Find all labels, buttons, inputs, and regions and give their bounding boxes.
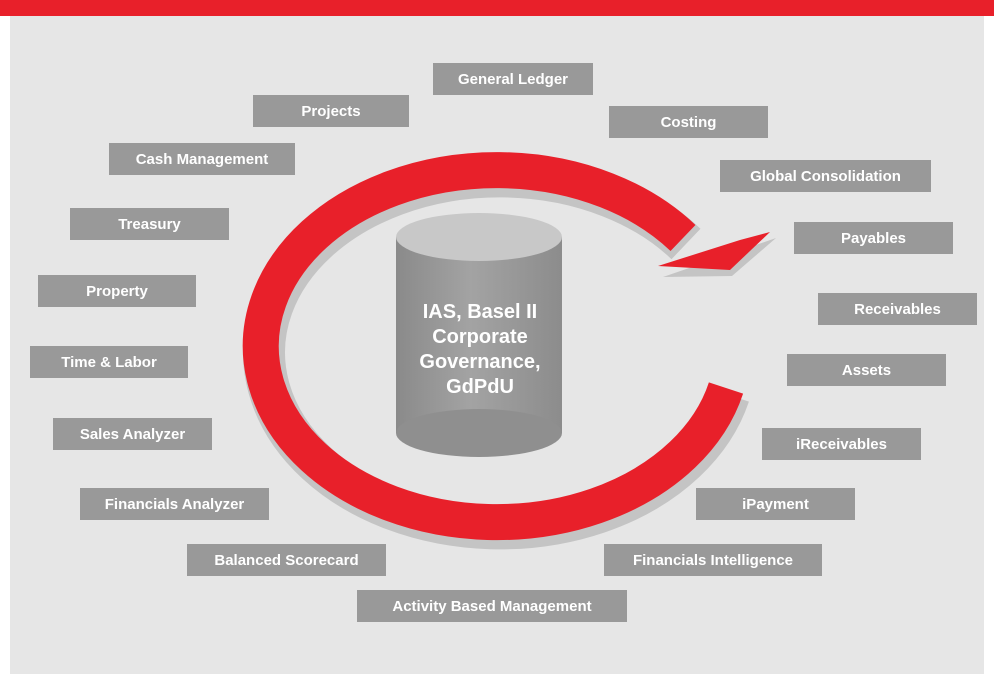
center-label-line: GdPdU xyxy=(446,376,514,398)
center-label-line: Corporate xyxy=(432,326,528,348)
module-activity-based-management: Activity Based Management xyxy=(357,590,627,622)
module-sales-analyzer: Sales Analyzer xyxy=(53,418,212,450)
module-assets: Assets xyxy=(787,354,946,386)
module-treasury: Treasury xyxy=(70,208,229,240)
cycle-arrowhead xyxy=(658,232,770,270)
module-cash-management: Cash Management xyxy=(109,143,295,175)
module-projects: Projects xyxy=(253,95,409,127)
module-ipayment: iPayment xyxy=(696,488,855,520)
database-cylinder-icon xyxy=(396,213,562,457)
module-general-ledger: General Ledger xyxy=(433,63,593,95)
cycle-arrow xyxy=(242,152,744,541)
module-payables: Payables xyxy=(794,222,953,254)
module-financials-analyzer: Financials Analyzer xyxy=(80,488,269,520)
module-receivables: Receivables xyxy=(818,293,977,325)
module-property: Property xyxy=(38,275,196,307)
header-bar xyxy=(0,0,994,16)
module-time-labor: Time & Labor xyxy=(30,346,188,378)
module-costing: Costing xyxy=(609,106,768,138)
center-label: IAS, Basel II Corporate Governance, GdPd… xyxy=(395,300,565,400)
center-label-line: Governance, xyxy=(419,351,541,373)
module-global-consolidation: Global Consolidation xyxy=(720,160,931,192)
center-label-line: IAS, Basel II xyxy=(422,301,538,323)
module-ireceivables: iReceivables xyxy=(762,428,921,460)
module-financials-intelligence: Financials Intelligence xyxy=(604,544,822,576)
module-balanced-scorecard: Balanced Scorecard xyxy=(187,544,386,576)
